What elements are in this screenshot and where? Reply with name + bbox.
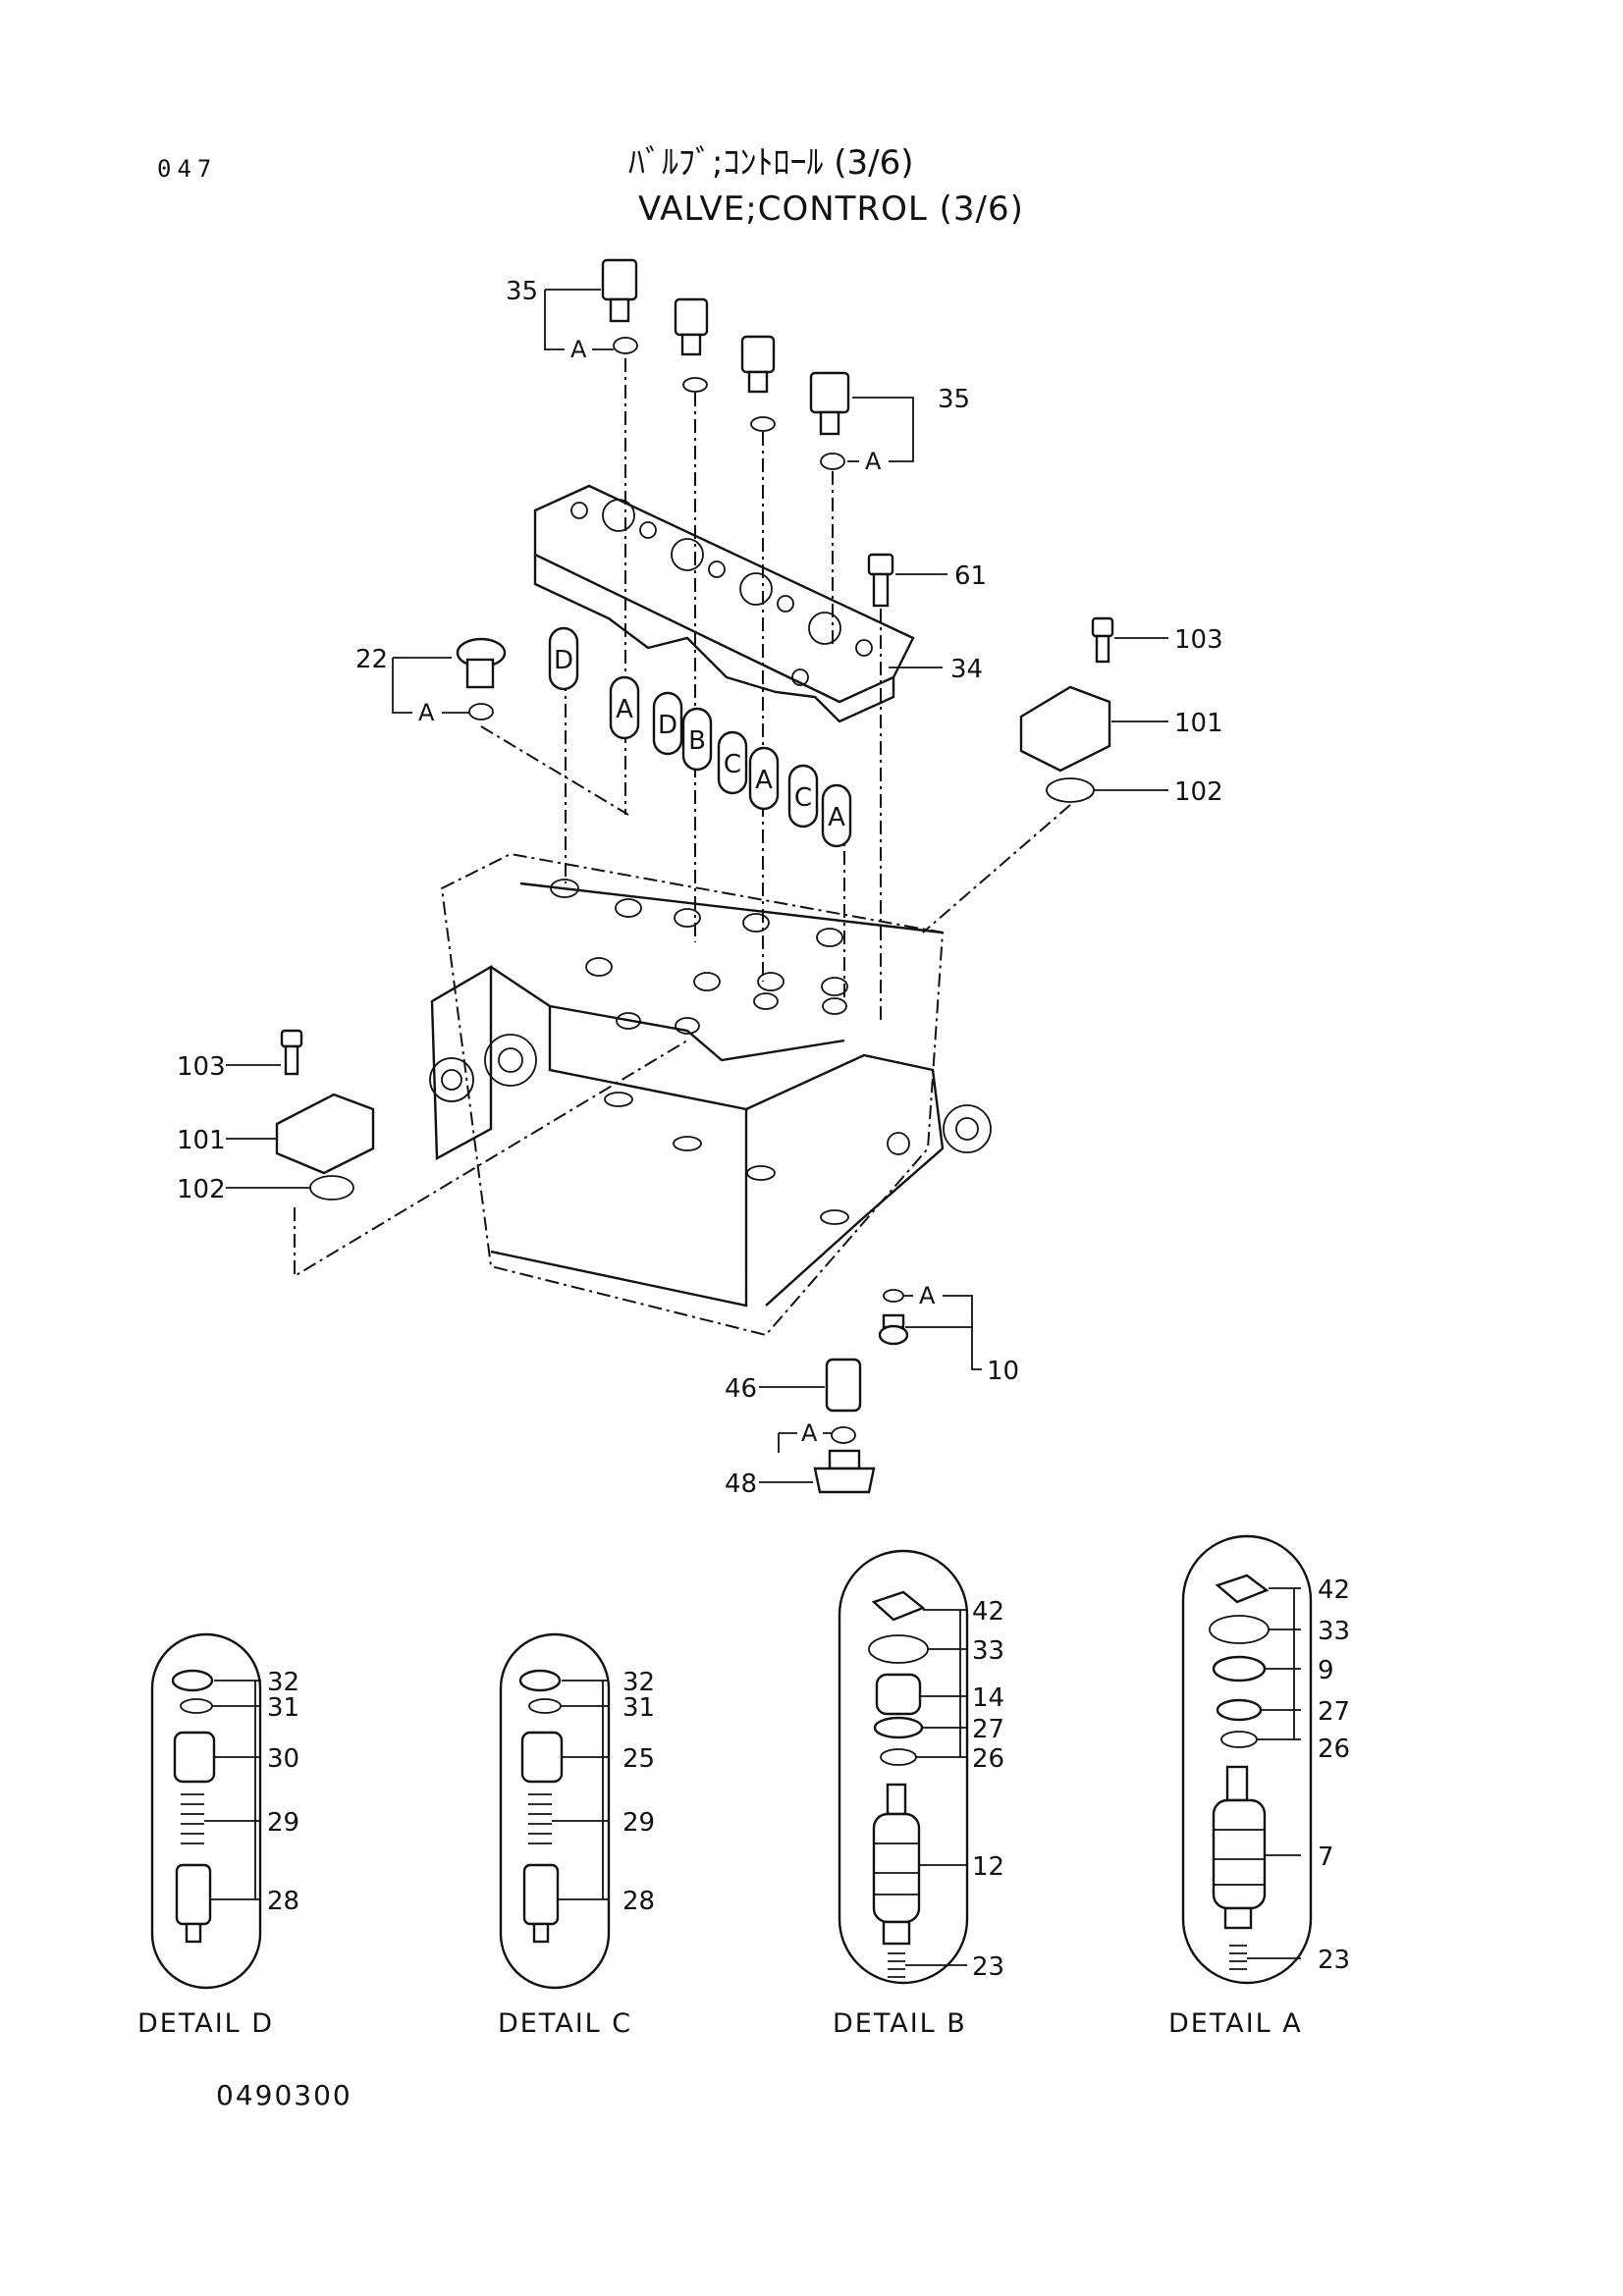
callout-34: 34 <box>950 655 983 684</box>
capsule-3-text: D <box>658 711 677 740</box>
title-japanese: ﾊﾞﾙﾌﾞ;ｺﾝﾄﾛｰﾙ (3/6) <box>628 143 914 183</box>
ref-tag-a-1: A <box>570 336 587 363</box>
callout-35b: 35 <box>938 385 970 414</box>
capsule-6 <box>748 746 780 811</box>
capsule-8-text: A <box>828 803 845 832</box>
detail-b-part-6: 12 <box>972 1852 1004 1882</box>
ref-tag-a-5: A <box>801 1419 818 1447</box>
leader-lines <box>226 289 1168 1483</box>
detail-d: 32 31 30 29 28 <box>150 1632 299 1990</box>
callout-103-right: 103 <box>1174 625 1223 655</box>
plug-top-3 <box>740 335 776 432</box>
callout-35a: 35 <box>506 277 538 306</box>
callout-48: 48 <box>725 1469 757 1499</box>
capsule-5-text: C <box>724 750 741 779</box>
detail-d-part-5: 28 <box>267 1887 299 1916</box>
detail-b-part-4: 27 <box>972 1715 1004 1744</box>
title-english: VALVE;CONTROL (3/6) <box>638 189 1024 229</box>
ref-tag-a-2: A <box>865 448 882 475</box>
detail-d-part-4: 29 <box>267 1808 299 1838</box>
capsule-1-text: D <box>554 646 573 675</box>
detail-b-part-7: 23 <box>972 1952 1004 1982</box>
capsule-2 <box>609 675 640 740</box>
page-number: 047 <box>157 155 218 183</box>
ref-tag-a-3: A <box>418 699 435 726</box>
capsule-5 <box>717 730 748 795</box>
detail-capsules: D A D B C A C A <box>548 626 852 848</box>
callout-101-left: 101 <box>177 1126 226 1155</box>
detail-b-part-5: 26 <box>972 1744 1004 1774</box>
drawing-number: 0490300 <box>216 2079 352 2111</box>
detail-a-label: DETAIL A <box>1168 2008 1303 2039</box>
callout-102-left: 102 <box>177 1175 226 1204</box>
detail-a-part-6: 7 <box>1318 1842 1334 1872</box>
detail-b-part-2: 33 <box>972 1636 1004 1666</box>
detail-c-part-5: 28 <box>622 1887 655 1916</box>
detail-d-label: DETAIL D <box>137 2008 275 2039</box>
callout-61: 61 <box>954 561 987 591</box>
detail-a-part-1: 42 <box>1318 1575 1350 1605</box>
detail-a-part-4: 27 <box>1318 1697 1350 1727</box>
detail-b-label: DETAIL B <box>833 2008 967 2039</box>
bolt-61 <box>867 553 894 608</box>
callout-102-right: 102 <box>1174 777 1223 807</box>
detail-d-part-2: 31 <box>267 1693 299 1723</box>
part-46 <box>825 1358 862 1413</box>
plug-22 <box>456 637 507 721</box>
detail-c-part-2: 31 <box>622 1693 655 1723</box>
detail-d-part-3: 30 <box>267 1744 299 1774</box>
valve-body <box>429 852 992 1337</box>
detail-a-part-3: 9 <box>1318 1656 1334 1685</box>
ref-tag-a-4: A <box>919 1282 936 1309</box>
capsule-1 <box>548 626 579 691</box>
detail-a: 42 33 9 27 26 7 23 <box>1181 1534 1350 1985</box>
capsule-8 <box>821 783 852 848</box>
capsule-2-text: A <box>616 695 633 724</box>
capsule-4-text: B <box>688 726 706 756</box>
callout-46: 46 <box>725 1374 757 1404</box>
detail-c-part-3: 25 <box>622 1744 655 1774</box>
top-cover <box>533 484 915 723</box>
part-48 <box>813 1467 876 1494</box>
capsule-3 <box>652 691 683 756</box>
callout-10: 10 <box>987 1357 1019 1386</box>
detail-a-part-2: 33 <box>1318 1617 1350 1646</box>
detail-c-part-1: 32 <box>622 1668 655 1697</box>
callout-101-right: 101 <box>1174 709 1223 738</box>
detail-b-part-1: 42 <box>972 1597 1004 1627</box>
bottom-parts <box>813 1289 909 1494</box>
detail-c-part-4: 29 <box>622 1808 655 1838</box>
plug-35-right <box>809 371 850 470</box>
callout-numbers: 35 35 61 34 22 103 101 102 103 101 102 4… <box>177 277 1223 1499</box>
detail-a-part-5: 26 <box>1318 1735 1350 1764</box>
callout-22: 22 <box>355 645 388 674</box>
callout-103-left: 103 <box>177 1052 226 1082</box>
side-cover-left <box>275 1029 688 1278</box>
capsule-7-text: C <box>794 783 812 813</box>
detail-b: 42 33 14 27 26 12 23 <box>838 1549 1004 1985</box>
plug-top-2 <box>674 297 709 393</box>
detail-a-part-7: 23 <box>1318 1946 1350 1975</box>
plug-35-left <box>601 258 638 354</box>
capsule-7 <box>787 764 819 828</box>
capsule-4 <box>681 707 713 772</box>
capsule-6-text: A <box>755 766 773 795</box>
ref-tags: A A A A A <box>418 336 936 1447</box>
detail-c-label: DETAIL C <box>498 2008 633 2039</box>
detail-c: 32 31 25 29 28 <box>499 1632 655 1990</box>
detail-b-part-3: 14 <box>972 1683 1004 1713</box>
detail-d-part-1: 32 <box>267 1668 299 1697</box>
